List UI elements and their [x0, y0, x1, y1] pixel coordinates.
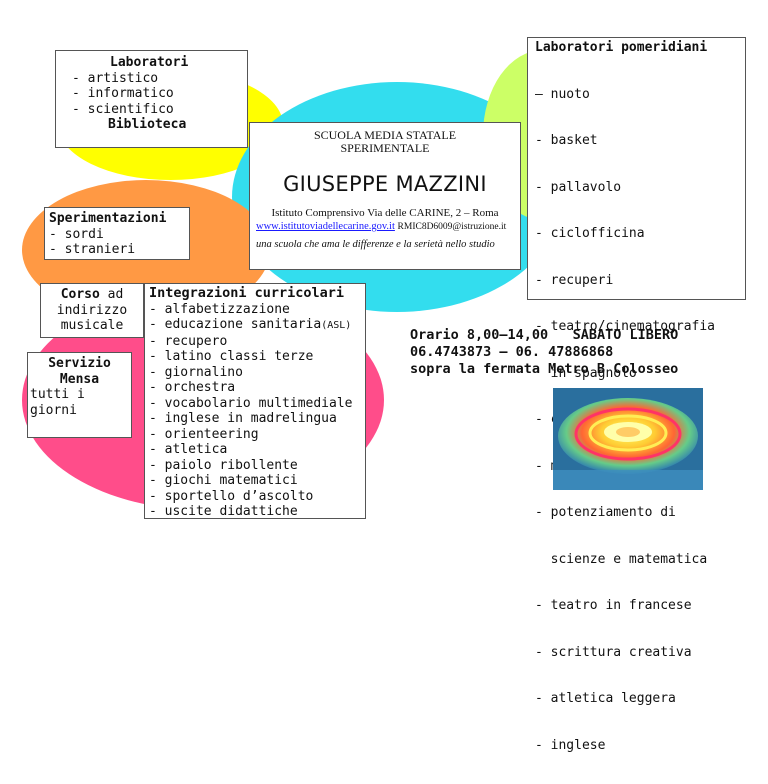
pomeridiani-title: Laboratori pomeridiani [535, 40, 741, 56]
school-address: Istituto Comprensivo Via delle CARINE, 2… [254, 207, 516, 220]
list-item: - atletica leggera [535, 691, 741, 707]
list-item: - vocabolario multimediale [149, 396, 363, 412]
phone-numbers: 06.4743873 – 06. 47886868 [410, 344, 613, 360]
corso-line3: musicale [43, 318, 141, 334]
list-item: - atletica [149, 442, 363, 458]
sperimentazioni-list: - sordi - stranieri [49, 227, 185, 258]
list-item: - scientifico [72, 102, 239, 118]
list-item: scienze e matematica [535, 552, 741, 568]
mensa-line4: giorni [30, 403, 129, 419]
contact-line: www.istitutoviadellecarine.gov.it RMIC8D… [254, 220, 516, 234]
integrazioni-list: - alfabetizzazione - educazione sanitari… [149, 302, 363, 520]
colosseum-image [553, 388, 703, 490]
school-info: Orario 8,00–14,00 SABATO LIBERO 06.47438… [410, 327, 678, 378]
list-item: - ciclofficina [535, 226, 741, 242]
integrazioni-box: Integrazioni curricolari - alfabetizzazi… [144, 283, 366, 519]
list-item: - pallavolo [535, 180, 741, 196]
mensa-title-line2: Mensa [30, 372, 129, 388]
corso-rest: ad [100, 287, 123, 302]
sperimentazioni-box: Sperimentazioni - sordi - stranieri [44, 207, 190, 260]
corso-bold: Corso [61, 287, 100, 302]
list-item: - educazione sanitaria(ASL) [149, 317, 363, 334]
list-item: - orienteering [149, 427, 363, 443]
sabato-text: SABATO LIBERO [573, 327, 679, 343]
school-header-box: SCUOLA MEDIA STATALE SPERIMENTALE GIUSEP… [249, 122, 521, 270]
list-item: - giochi matematici [149, 473, 363, 489]
mensa-title-line1: Servizio [30, 356, 129, 372]
mensa-line3: tutti i [30, 387, 129, 403]
school-type-line2: SPERIMENTALE [254, 142, 516, 155]
asl-note: (ASL) [321, 320, 351, 331]
school-name: GIUSEPPE MAZZINI [254, 171, 516, 197]
list-item: - sordi [49, 227, 185, 243]
list-item: - inglese in madrelingua [149, 411, 363, 427]
integrazioni-title: Integrazioni curricolari [149, 286, 363, 302]
list-item: - potenziamento di [535, 505, 741, 521]
pomeridiani-box: Laboratori pomeridiani – nuoto - basket … [527, 37, 746, 300]
list-item: - paiolo ribollente [149, 458, 363, 474]
list-item: - alfabetizzazione [149, 302, 363, 318]
biblioteca-label: Biblioteca [72, 117, 239, 133]
list-item: - giornalino [149, 365, 363, 381]
laboratori-list: - artistico - informatico - scientifico [72, 71, 239, 118]
corso-musicale-box: Corso ad indirizzo musicale [40, 283, 144, 338]
list-item: - sportello d’ascolto [149, 489, 363, 505]
list-item: - scrittura creativa [535, 645, 741, 661]
list-item: - latino classi terze [149, 349, 363, 365]
list-item: - orchestra [149, 380, 363, 396]
colosseum-photo [553, 388, 703, 490]
list-item: - teatro in francese [535, 598, 741, 614]
metro-location: sopra la fermata Metro B Colosseo [410, 361, 678, 377]
list-item: - artistico [72, 71, 239, 87]
website-link[interactable]: www.istitutoviadellecarine.gov.it [256, 221, 395, 232]
servizio-mensa-box: Servizio Mensa tutti i giorni [27, 352, 132, 438]
laboratori-box: Laboratori - artistico - informatico - s… [55, 50, 248, 148]
list-item: - stranieri [49, 242, 185, 258]
corso-line1: Corso ad [43, 287, 141, 303]
corso-line2: indirizzo [43, 303, 141, 319]
email-address: RMIC8D6009@istruzione.it [398, 222, 507, 232]
list-item: - informatico [72, 86, 239, 102]
list-item: - uscite didattiche [149, 504, 363, 520]
list-item: - inglese [535, 738, 741, 754]
school-motto: una scuola che ama le differenze e la se… [254, 238, 516, 251]
list-item: - recuperi [535, 273, 741, 289]
list-item: - basket [535, 133, 741, 149]
sperimentazioni-title: Sperimentazioni [49, 211, 185, 227]
list-item: - recupero [149, 334, 363, 350]
laboratori-title: Laboratori [72, 55, 239, 71]
orario-text: Orario 8,00–14,00 [410, 327, 548, 343]
list-item-text: - educazione sanitaria [149, 317, 321, 332]
list-item: – nuoto [535, 87, 741, 103]
